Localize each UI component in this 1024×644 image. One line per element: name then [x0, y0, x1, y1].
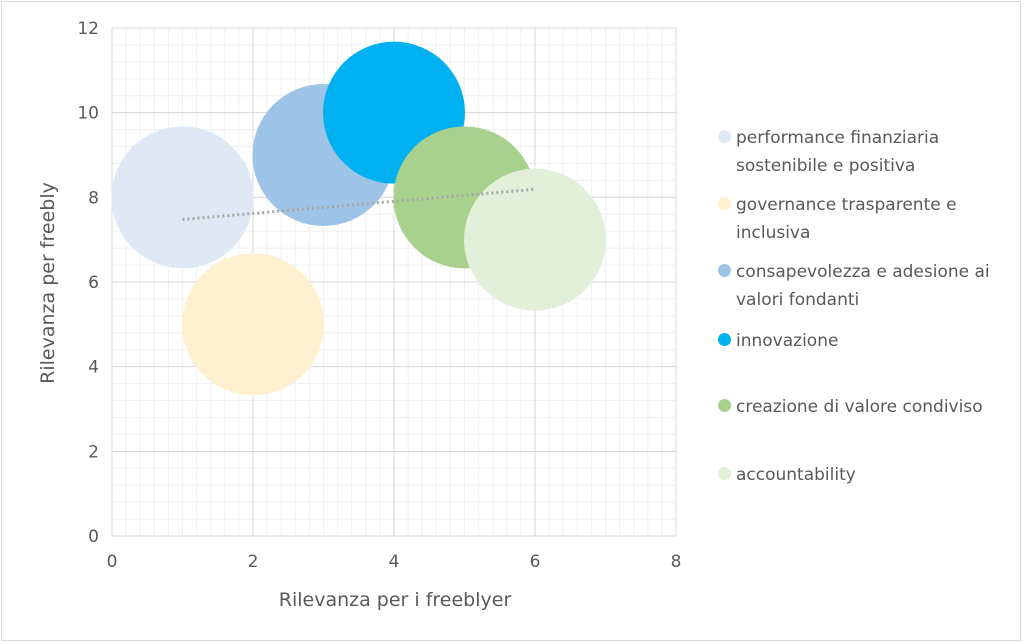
y-axis-title: Rilevanza per freebly	[37, 182, 59, 384]
legend-marker-icon	[718, 467, 731, 480]
legend-marker-icon	[718, 333, 731, 346]
legend-label: accountability	[736, 465, 856, 485]
y-tick-label: 10	[77, 104, 99, 124]
trendline	[182, 187, 536, 222]
legend-item: performance finanziaria sostenibile e po…	[718, 124, 1018, 180]
bubbles	[111, 41, 606, 396]
x-tick-label: 6	[530, 552, 541, 572]
x-tick-label: 0	[107, 552, 118, 572]
tick-labels: 0 2 4 6 8 0 2 4 6 8 10 12	[77, 19, 681, 572]
x-tick-label: 2	[248, 552, 259, 572]
legend-label: consapevolezza e adesione ai valori fond…	[736, 262, 990, 310]
bubble	[111, 126, 254, 269]
y-tick-label: 8	[88, 188, 99, 208]
legend-marker-icon	[718, 130, 731, 143]
legend-item: innovazione	[718, 327, 1018, 355]
legend-marker-icon	[718, 399, 731, 412]
legend-label: innovazione	[736, 331, 839, 351]
legend-label: governance trasparente e inclusiva	[736, 195, 957, 243]
legend-item: consapevolezza e adesione ai valori fond…	[718, 258, 1018, 314]
x-axis-title: Rilevanza per i freeblyer	[279, 589, 512, 611]
legend-item: creazione di valore condiviso	[718, 393, 1018, 421]
y-tick-label: 12	[77, 19, 99, 39]
legend-label: creazione di valore condiviso	[736, 397, 983, 417]
y-tick-label: 4	[88, 358, 99, 378]
x-tick-label: 8	[671, 552, 682, 572]
legend-marker-icon	[718, 197, 731, 210]
legend-label: performance finanziaria sostenibile e po…	[736, 128, 940, 176]
bubble	[464, 168, 606, 311]
legend-item: accountability	[718, 461, 1018, 489]
legend-marker-icon	[718, 264, 731, 277]
x-tick-label: 4	[389, 552, 400, 572]
trendline-path	[182, 187, 536, 222]
legend-item: governance trasparente e inclusiva	[718, 191, 1018, 247]
bubble	[182, 253, 324, 396]
y-tick-label: 6	[88, 273, 99, 293]
y-tick-label: 0	[88, 527, 99, 547]
y-tick-label: 2	[88, 442, 99, 462]
